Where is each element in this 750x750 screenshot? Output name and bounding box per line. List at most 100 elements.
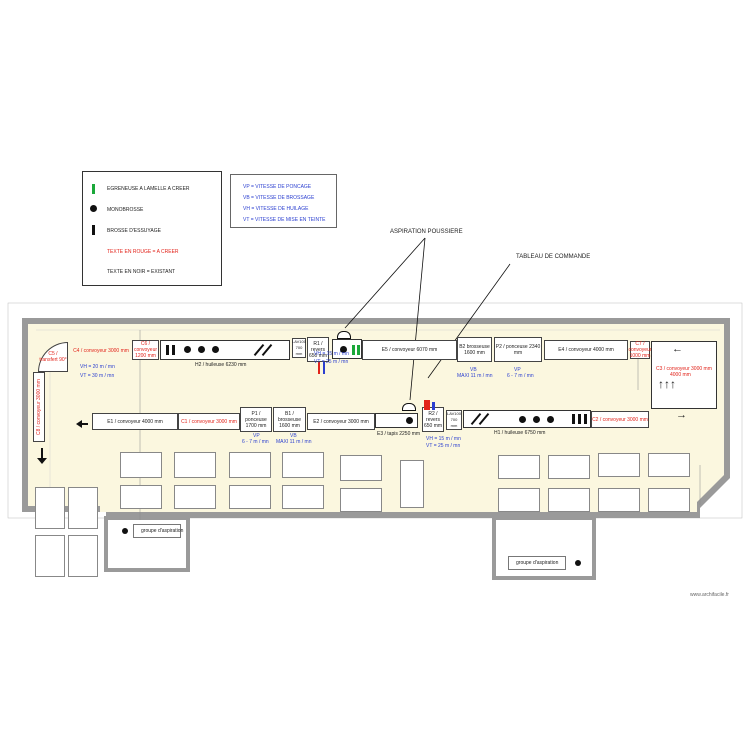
- brush-bar-icon: [166, 345, 169, 355]
- legend-symbols: EGRENEUSE A LAMELLE A CREER MONOBROSSE B…: [82, 171, 222, 286]
- blue-marker: [323, 362, 325, 374]
- green-bar-icon: [357, 345, 360, 355]
- legend-item-black-text: TEXTE EN NOIR = EXISTANT: [107, 269, 176, 275]
- conveyor-c6: C6 / convoyeur 1200 mm: [132, 340, 159, 360]
- arrow-left-icon: ←: [672, 343, 683, 355]
- blue-block: [432, 402, 435, 410]
- legend-item-egreneuse: EGRENEUSE A LAMELLE A CREER: [107, 186, 190, 192]
- furniture: [548, 488, 590, 512]
- green-bar-icon: [352, 345, 355, 355]
- machine-r2: R2 / revers 650 mm: [422, 407, 444, 432]
- watermark: www.archifacile.fr: [690, 592, 729, 598]
- speed-vh-left: VH = 20 m / mn: [80, 364, 115, 370]
- speed-vb-b2: VB: [470, 367, 477, 373]
- furniture: [68, 535, 98, 577]
- conveyor-c8: C8 / convoyeur 3000 mm: [33, 372, 45, 442]
- legend-item-brosse: BROSSE D'ESSUYAGE: [107, 228, 161, 234]
- monobrosse-dot-icon: [184, 346, 191, 353]
- speed-vp-p1: VP: [253, 433, 260, 439]
- lav100-top: LAV100 700 mm: [292, 338, 306, 358]
- speed-vp-p2-value: 6 - 7 m / mn: [507, 373, 534, 379]
- furniture: [340, 488, 382, 512]
- machine-h1: [463, 410, 591, 428]
- furniture: [598, 488, 640, 512]
- callout-tableau: TABLEAU DE COMMANDE: [516, 254, 591, 260]
- aspiration-hood-icon: [402, 403, 416, 411]
- legend-speeds: VP = VITESSE DE PONCAGE VB = VITESSE DE …: [230, 174, 337, 228]
- callout-aspiration: ASPIRATION POUSSIERE: [390, 229, 463, 235]
- monobrosse-dot-icon: [198, 346, 205, 353]
- brush-bar-icon: [578, 414, 581, 424]
- red-block: [424, 400, 430, 410]
- monobrosse-dot-icon: [212, 346, 219, 353]
- conveyor-c3: C3 / convoyeur 3000 mm: [656, 366, 712, 372]
- legend-vt: VT = VITESSE DE MISE EN TEINTE: [243, 217, 326, 223]
- label-h2: H2 / huileuse 6230 mm: [195, 362, 247, 368]
- machine-b1: B1 / brosseuse 1600 mm: [273, 407, 306, 432]
- machine-e3-box: [375, 413, 418, 428]
- furniture: [120, 452, 162, 478]
- furniture: [68, 487, 98, 529]
- speed-vp-p1-value: 6 - 7 m / mn: [242, 439, 269, 445]
- furniture: [648, 453, 690, 477]
- speed-vh-r2: VH = 15 m / mn: [426, 436, 461, 442]
- legend-vp: VP = VITESSE DE PONCAGE: [243, 184, 312, 190]
- speed-vb-b1: VB: [290, 433, 297, 439]
- lav100-bottom: LAV100 700 mm: [446, 410, 462, 430]
- legend-vh: VH = VITESSE DE HUILAGE: [243, 206, 309, 212]
- monobrosse-dot-icon: [533, 416, 540, 423]
- speed-vp-p2: VP: [514, 367, 521, 373]
- furniture: [498, 488, 540, 512]
- label-e3: E3 / tapis 2250 mm: [377, 431, 421, 437]
- black-bar-icon: [92, 225, 95, 235]
- legend-item-monobrosse: MONOBROSSE: [107, 207, 144, 213]
- conveyor-e1: E1 / convoyeur 4000 mm: [92, 413, 178, 430]
- aspiration-group-1: [133, 524, 181, 538]
- speed-vb-b2-value: MAXI 11 m / mn: [457, 373, 493, 379]
- monobrosse-dot-icon: [406, 417, 413, 424]
- legend-item-red-text: TEXTE EN ROUGE = A CREER: [107, 249, 179, 255]
- furniture: [598, 453, 640, 477]
- furniture: [498, 455, 540, 479]
- furniture: [174, 452, 216, 478]
- speed-vh-r1: VH = 15 m / mn: [314, 351, 349, 357]
- conveyor-c2: C2 / convoyeur 3000 mm: [591, 411, 649, 428]
- speed-vt-r1: VT = 25 m / mn: [314, 359, 349, 365]
- furniture: [35, 535, 65, 577]
- furniture: [282, 485, 324, 509]
- arrow-up-icon: ↑↑↑: [658, 377, 676, 391]
- label-h1: H1 / huileuse 6750 mm: [494, 430, 546, 436]
- conveyor-c7: C7 / convoyeur 1000 mm: [628, 341, 652, 359]
- monobrosse-dot-icon: [519, 416, 526, 423]
- conveyor-c3-length: 4000 mm: [670, 372, 691, 378]
- furniture: [174, 485, 216, 509]
- speed-vt-left: VT = 30 m / mn: [80, 373, 115, 379]
- red-marker: [318, 362, 320, 374]
- aspiration-hood-icon: [337, 331, 351, 339]
- furniture: [229, 485, 271, 509]
- machine-p2: P2 / ponceuse 2340 mm: [494, 337, 542, 362]
- label-groupe-1: groupe d'aspiration: [141, 528, 184, 534]
- conveyor-e2: E2 / convoyeur 3000 mm: [307, 413, 375, 430]
- furniture: [229, 452, 271, 478]
- green-bar-icon: [92, 184, 95, 194]
- conveyor-e5: E5 / convoyeur 6070 mm: [362, 340, 457, 360]
- machine-r1: R1 / revers 650 mm: [307, 337, 329, 362]
- monobrosse-dot-icon: [340, 346, 347, 353]
- brush-bar-icon: [584, 414, 587, 424]
- conveyor-e4: E4 / convoyeur 4000 mm: [544, 340, 628, 360]
- conveyor-c1: C1 / convoyeur 3000 mm: [178, 413, 240, 430]
- furniture: [548, 455, 590, 479]
- furniture: [648, 488, 690, 512]
- machine-p1: P1 / ponceuse 1700 mm: [240, 407, 272, 432]
- furniture: [282, 452, 324, 478]
- conveyor-c3-box: [651, 341, 717, 409]
- aspiration-dot-icon: [122, 528, 128, 534]
- furniture: [340, 455, 382, 481]
- conveyor-c4: C4 / convoyeur 3000 mm: [73, 347, 129, 354]
- brush-bar-icon: [572, 414, 575, 424]
- monobrosse-dot-icon: [547, 416, 554, 423]
- speed-vb-b1-value: MAXI 11 m / mn: [276, 439, 312, 445]
- label-groupe-2: groupe d'aspiration: [516, 560, 559, 566]
- arrow-right-icon: →: [676, 409, 687, 421]
